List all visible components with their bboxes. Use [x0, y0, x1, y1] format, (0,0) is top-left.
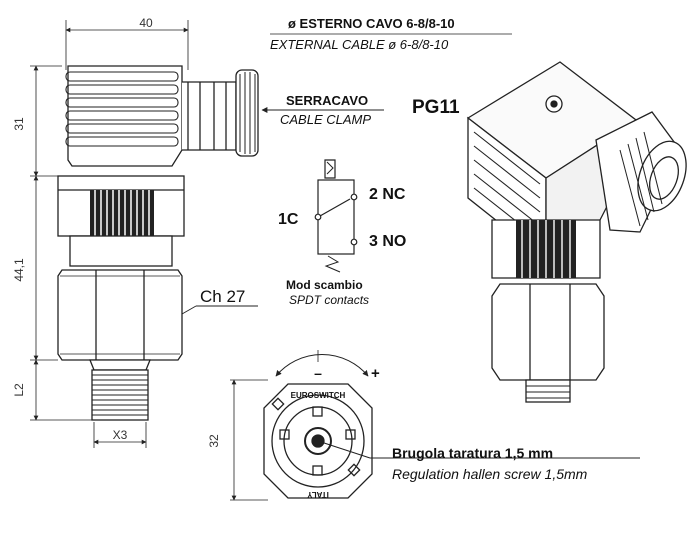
minus-sign: –	[314, 365, 322, 381]
isometric-view	[466, 61, 687, 403]
contact-no-label: 3 NO	[369, 233, 406, 250]
side-view	[30, 20, 384, 448]
gland-teeth	[239, 72, 256, 154]
country-mark: ITALY	[306, 490, 328, 499]
cable-label-it: ø ESTERNO CAVO 6-8/8-10	[288, 16, 455, 31]
cable-label-en: EXTERNAL CABLE ø 6-8/8-10	[270, 37, 449, 52]
clamp-label-en: CABLE CLAMP	[280, 112, 371, 127]
clamp-label-it: SERRACAVO	[286, 93, 368, 108]
brand-mark: EUROSWITCH	[291, 391, 346, 400]
dim-thread: X3	[113, 428, 128, 442]
dim-height-body: 44,1	[12, 258, 26, 282]
contact-nc-label: 2 NC	[369, 186, 406, 203]
connector-ribs	[65, 71, 179, 147]
spdt-schematic	[314, 159, 358, 273]
gland-label: PG11	[412, 97, 460, 118]
dim-width-top: 40	[139, 16, 153, 30]
dim-height-connector: 31	[12, 117, 26, 131]
screw-label-it: Brugola taratura 1,5 mm	[392, 445, 553, 461]
contacts-label-it: Mod scambio	[286, 278, 363, 292]
top-view	[230, 350, 640, 501]
dim-height-adjuster: 32	[207, 434, 221, 448]
hex-label: Ch 27	[200, 287, 245, 306]
dim-height-thread: L2	[12, 383, 26, 397]
contact-common-label: 1C	[278, 211, 299, 228]
plus-sign: +	[371, 365, 380, 382]
contacts-label-en: SPDT contacts	[289, 293, 369, 307]
screw-label-en: Regulation hallen screw 1,5mm	[392, 466, 588, 482]
